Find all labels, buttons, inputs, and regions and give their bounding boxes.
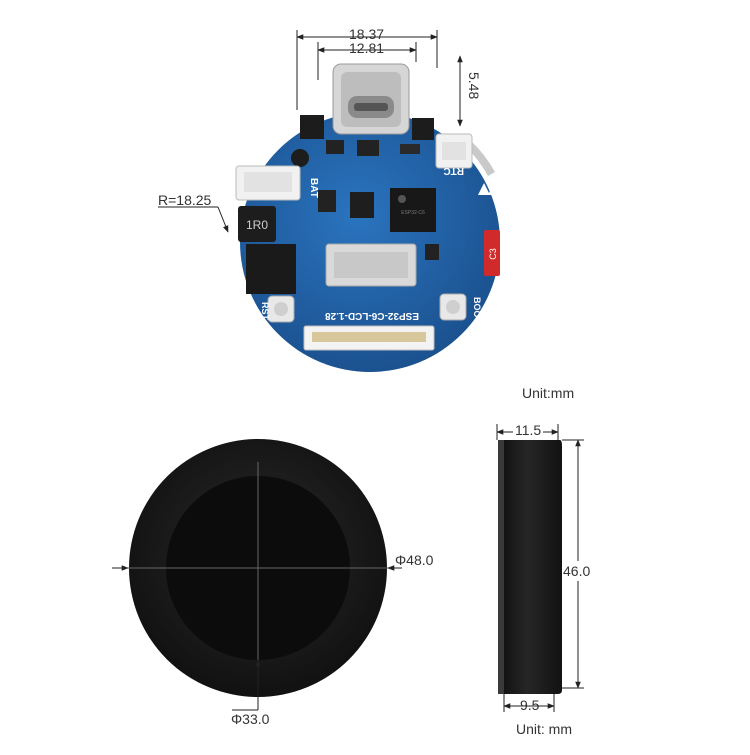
silk-rst: RST [260, 302, 270, 321]
label-board-radius: R=18.25 [158, 192, 212, 208]
silk-board-name: ESP32-C6-LCD-1.28 [325, 310, 419, 321]
pcb-dimensions [158, 30, 463, 233]
fpc-connector [303, 325, 435, 351]
metal-shield [325, 243, 417, 287]
smd-resistor [400, 144, 420, 154]
chip-top-left [300, 115, 324, 139]
pcb-board: ESP32-C6 1R0 C3 [235, 63, 500, 372]
silk-boot: BOOT [472, 297, 482, 324]
label-housing-base: 9.5 [520, 697, 540, 713]
chip-bottom [425, 244, 439, 260]
label-outer-width: 18.37 [349, 26, 385, 42]
chip-mid-small [318, 190, 336, 212]
boot-button [439, 293, 467, 321]
chip-top-right [412, 118, 434, 140]
chip-small-2 [357, 140, 379, 156]
label-unit-top: Unit:mm [522, 385, 575, 401]
rtc-connector [435, 133, 473, 169]
side-bevel [498, 440, 504, 694]
label-unit-bottom: Unit: mm [516, 721, 572, 737]
silk-bat: BAT [308, 178, 319, 198]
side-profile [498, 440, 562, 694]
chip-marking: ESP32-C6 [401, 210, 425, 216]
c3-marking: C3 [488, 248, 498, 260]
inductor: 1R0 [238, 206, 276, 242]
inductor-marking: 1R0 [246, 218, 268, 232]
c3-component: C3 [484, 230, 500, 276]
brand-logo [478, 183, 500, 195]
pcb-disc [240, 112, 500, 372]
esp32-c6-chip: ESP32-C6 [390, 188, 436, 232]
battery-connector [235, 165, 301, 201]
flash-ic [246, 244, 296, 294]
chip-small-1 [326, 140, 344, 154]
silk-chg: CHG [312, 90, 323, 112]
label-inner-width: 12.81 [349, 40, 385, 56]
label-housing-height: 46.0 [563, 561, 591, 581]
rst-button [267, 295, 295, 323]
housing-front-view [112, 439, 402, 711]
dim-radius-leader [217, 206, 229, 233]
silk-rtc: RTC [443, 165, 464, 176]
chip-mid [350, 192, 374, 218]
label-display-diameter: Φ33.0 [231, 711, 270, 727]
label-connector-height: 5.48 [466, 72, 482, 100]
label-housing-width: 11.5 [513, 422, 544, 438]
label-housing-diameter: Φ48.0 [395, 552, 434, 568]
led [291, 149, 309, 167]
usb-c-connector [332, 63, 410, 135]
